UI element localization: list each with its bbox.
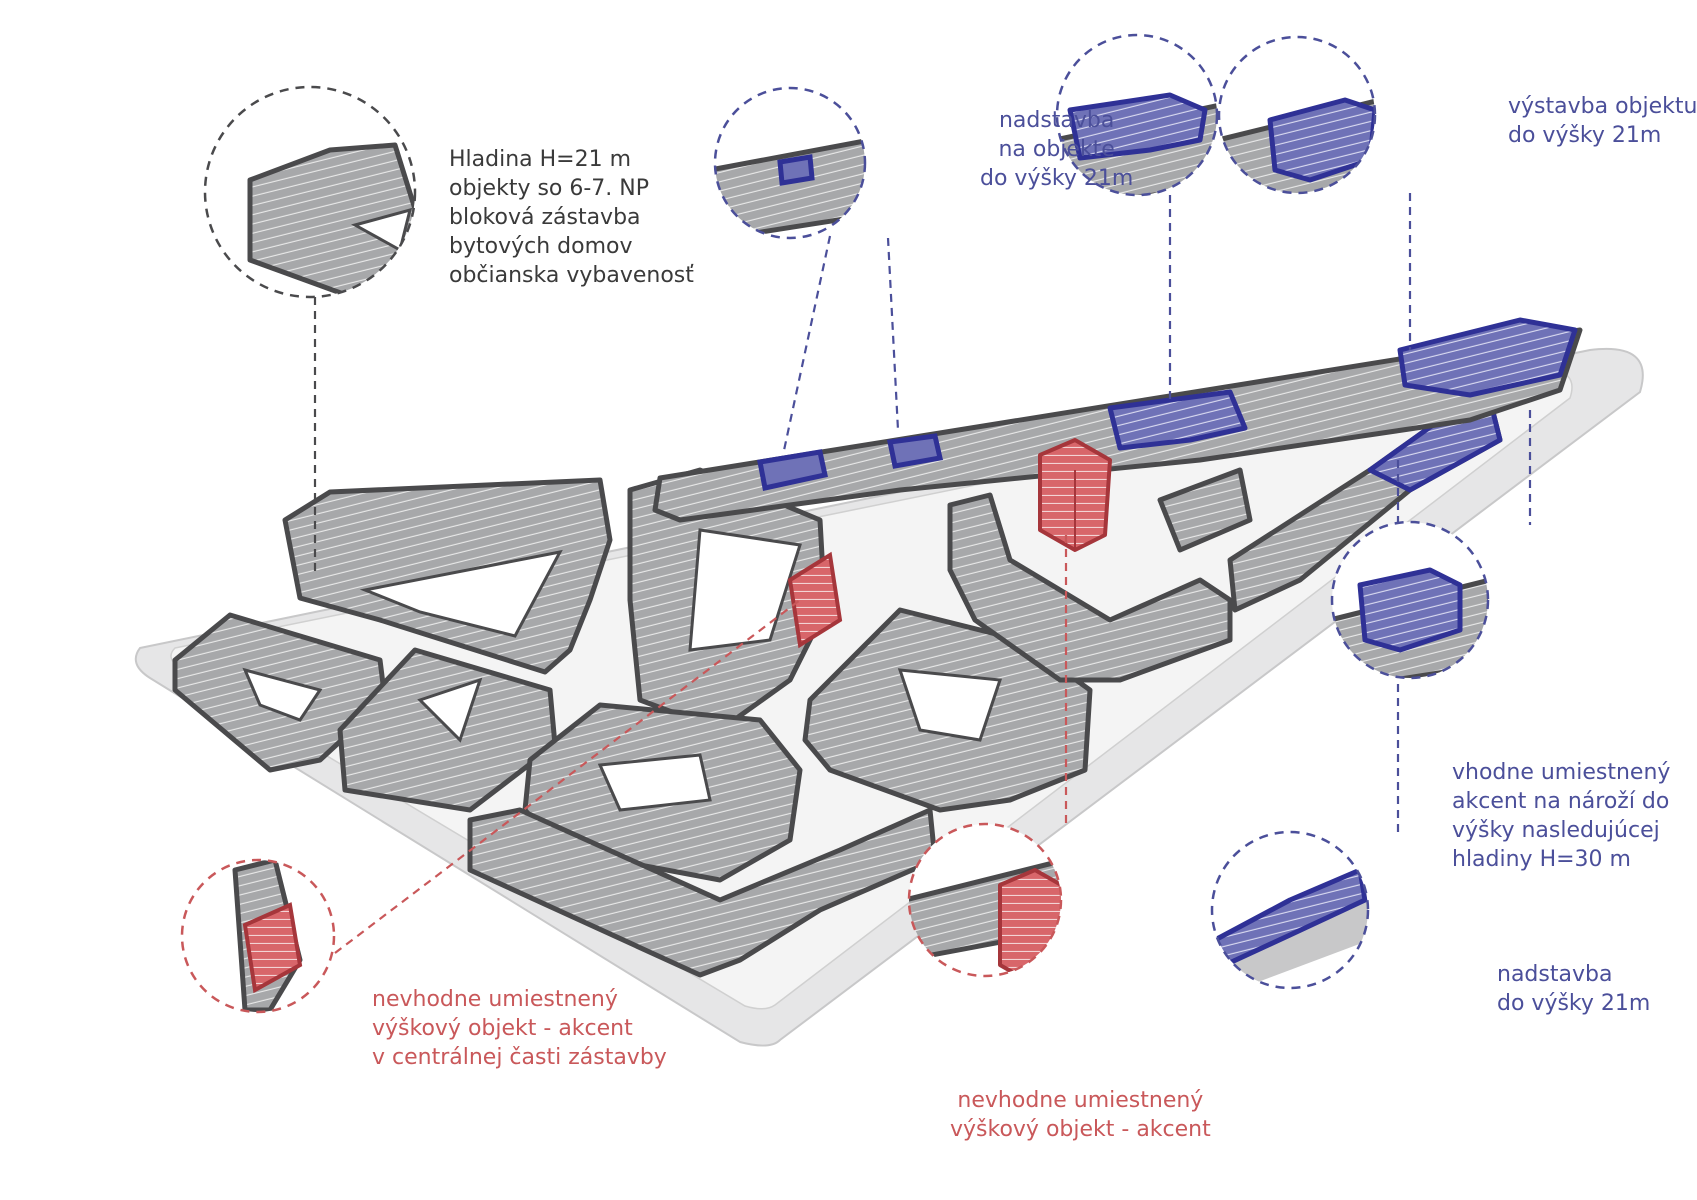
- zoom-circle-hladina: [203, 85, 417, 299]
- callout-vhodne-line: hladiny H=30 m: [1452, 847, 1631, 872]
- callout-nadstavba-top-line: do výšky 21m: [980, 166, 1134, 191]
- callout-nevhodne-bottom-line: výškový objekt - akcent: [950, 1117, 1211, 1142]
- callout-vystavba-line: do výšky 21m: [1508, 123, 1662, 148]
- callout-nevhodne-center-line: nevhodne umiestnený: [372, 987, 618, 1012]
- callout-nadstavba-bottom: nadstavba do výšky 21m: [1497, 960, 1650, 1018]
- red-tower-center: [787, 551, 843, 649]
- callout-hladina-line: občianska vybavenosť: [449, 263, 694, 288]
- callout-nadstavba-bottom-line: do výšky 21m: [1497, 991, 1651, 1016]
- zoom-circle-vhodne: [1330, 520, 1490, 680]
- callout-hladina: Hladina H=21 m objekty so 6-7. NP blokov…: [449, 145, 694, 290]
- building-block-w: [172, 612, 388, 773]
- callout-vystavba: výstavba objektu do výšky 21m: [1508, 92, 1697, 150]
- callout-hladina-line: Hladina H=21 m: [449, 147, 632, 172]
- zoom-circle-nevhodne-center: [180, 858, 336, 1014]
- callout-nevhodne-bottom: nevhodne umiestnený výškový objekt - akc…: [950, 1086, 1211, 1144]
- callout-nevhodne-center: nevhodne umiestnený výškový objekt - akc…: [372, 985, 667, 1072]
- zoom-circle-vystavba-2: [1217, 35, 1377, 195]
- building-block-mid: [802, 607, 1093, 813]
- callout-hladina-line: bloková zástavba: [449, 205, 641, 230]
- callout-nadstavba-top: nadstavba na objekte do výšky 21m: [980, 106, 1133, 193]
- rooftop-extensions: [757, 317, 1578, 491]
- zoom-circle-vystavba-1: [1055, 33, 1219, 197]
- building-block-w2: [337, 647, 558, 813]
- callout-vhodne-line: výšky nasledujúcej: [1452, 818, 1660, 843]
- callout-nevhodne-center-line: výškový objekt - akcent: [372, 1016, 633, 1041]
- callout-vhodne: vhodne umiestnený akcent na nároží do vý…: [1452, 758, 1670, 874]
- callout-vhodne-line: akcent na nároží do: [1452, 789, 1670, 814]
- red-tower-east: [1038, 438, 1112, 552]
- callout-vystavba-line: výstavba objektu: [1508, 94, 1697, 119]
- building-block-east: [947, 467, 1253, 683]
- callout-hladina-line: bytových domov: [449, 234, 633, 259]
- zoom-circle-nadstavba-top: [713, 86, 867, 240]
- callout-nadstavba-top-line: nadstavba: [998, 108, 1115, 133]
- zoom-circle-nadstavba-bottom: [1210, 830, 1370, 990]
- building-block-center: [627, 467, 828, 733]
- callout-nadstavba-bottom-line: nadstavba: [1497, 962, 1613, 987]
- callout-vhodne-line: vhodne umiestnený: [1452, 760, 1671, 785]
- callout-hladina-line: objekty so 6-7. NP: [449, 176, 650, 201]
- callout-nevhodne-center-line: v centrálnej časti zástavby: [372, 1045, 667, 1070]
- callout-nadstavba-top-line: na objekte: [998, 137, 1115, 162]
- callout-nevhodne-bottom-line: nevhodne umiestnený: [957, 1088, 1204, 1113]
- building-block-nw: [282, 477, 613, 675]
- building-block-south: [522, 702, 803, 883]
- zoom-circle-nevhodne-bottom: [907, 822, 1063, 978]
